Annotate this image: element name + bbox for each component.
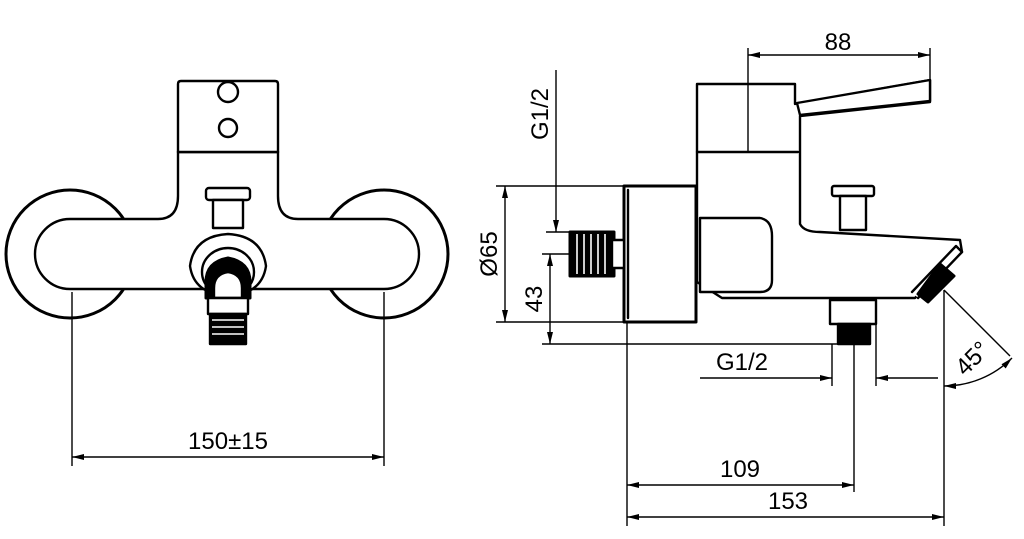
side-rosette: [622, 184, 698, 324]
width-dimension-label: 150±15: [188, 428, 268, 455]
valve-block: [698, 216, 774, 294]
outlet-thread-label: G1/2: [716, 349, 768, 376]
hose-connector: [206, 296, 250, 316]
outlet-fitting: [828, 298, 878, 326]
axis-height-dimension-label: 43: [521, 286, 548, 313]
lever-handle: [795, 78, 932, 117]
side-view: 88 G1/2 Ø65 43 G1/2 45° 109 15: [476, 29, 1013, 526]
screw-hole-icon: [217, 117, 239, 139]
diverter-knob-side: [830, 184, 876, 198]
inlet-thread-label: G1/2: [527, 88, 554, 140]
angle-label: 45°: [950, 336, 995, 381]
diameter-dimension-label: Ø65: [476, 231, 503, 276]
lever-dimension-label: 88: [825, 29, 852, 56]
cartridge-cap: [176, 79, 280, 154]
indicator-dot-icon: [216, 80, 240, 104]
angle-arc: [943, 357, 1013, 390]
diverter-knob: [204, 186, 252, 202]
front-view: 150±15: [4, 79, 450, 466]
total-depth-dimension-label: 153: [768, 488, 808, 515]
outlet-distance-dimension-label: 109: [720, 456, 760, 483]
